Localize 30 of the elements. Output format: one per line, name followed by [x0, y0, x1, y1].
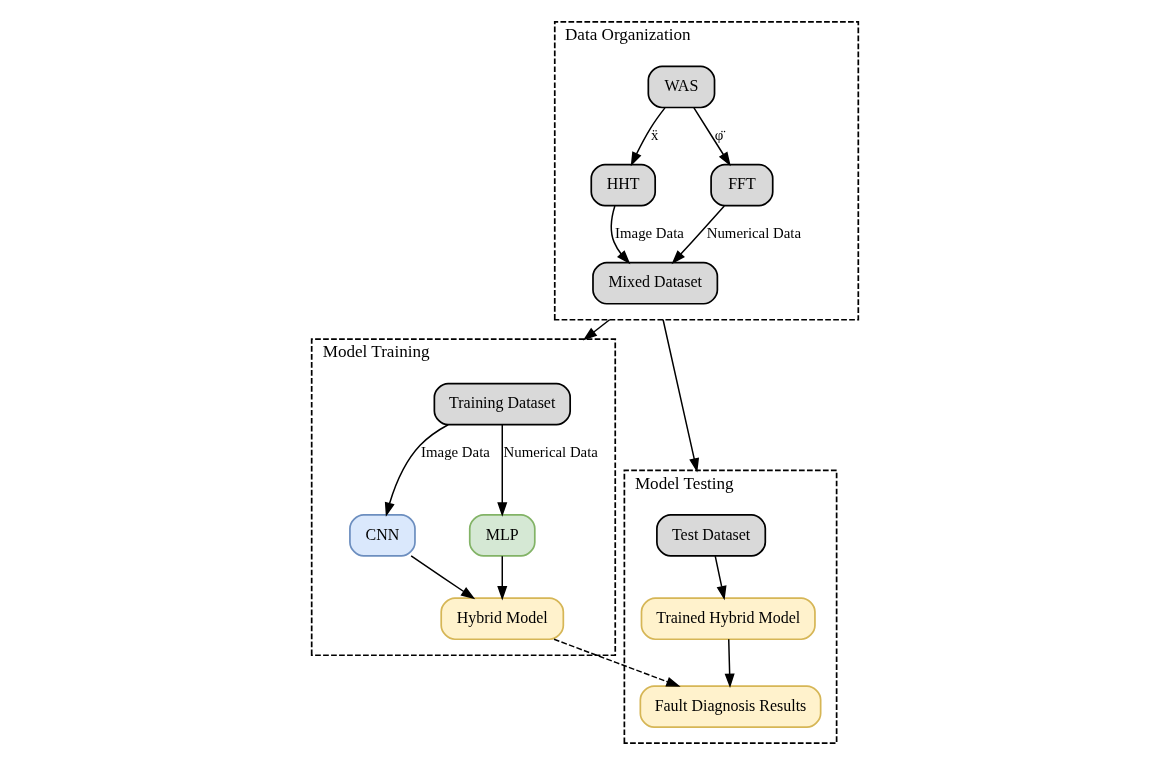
arrow [384, 424, 449, 517]
arrow [610, 205, 631, 265]
edge-label: Numerical Data [503, 444, 598, 461]
edge-label: φ̈ [714, 126, 724, 143]
node-box: Trained Hybrid Model [640, 597, 816, 641]
node-box: FFT [710, 163, 774, 207]
arrow [582, 319, 611, 341]
edge-label: Image Data [615, 225, 684, 242]
arrow [497, 555, 508, 601]
node-box: Fault Diagnosis Results [639, 685, 822, 728]
arrow [497, 424, 508, 517]
edge-label: Numerical Data [706, 225, 802, 242]
node-box: WAS [647, 65, 716, 109]
arrow [630, 107, 666, 167]
arrow [671, 205, 726, 265]
arrow [553, 638, 681, 687]
arrow [714, 555, 727, 601]
node-box: HHT [590, 163, 657, 207]
arrow [662, 319, 700, 473]
node-box: CNN [349, 514, 416, 557]
node-box: Training Dataset [433, 382, 572, 426]
arrow [724, 638, 735, 689]
node-box: Hybrid Model [440, 597, 565, 641]
node-box: MLP [468, 514, 536, 557]
edge-label: ẍ [650, 126, 659, 143]
arrow [410, 555, 476, 600]
node-box: Test Dataset [656, 514, 767, 557]
edge-label: Image Data [421, 444, 490, 461]
node-box: Mixed Dataset [592, 261, 719, 305]
arrow [693, 107, 731, 167]
